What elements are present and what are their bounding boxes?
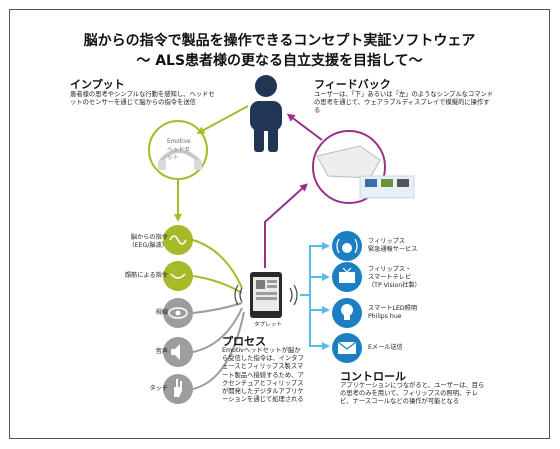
feedback-heading: フィードバック (314, 78, 391, 91)
title-line-1: 脳からの指令で製品を操作できるコンセプト実証ソフトウェア (83, 33, 476, 49)
diagram-frame: 脳からの指令で製品を操作できるコンセプト実証ソフトウェア ～ ALS患者様の更な… (9, 9, 550, 439)
control-description: アプリケーションにつながると、ユーザーは、目らの思考のみを用いて、フィリップスの… (340, 382, 485, 406)
tablet-label: タブレット (254, 322, 282, 328)
signal-label-brain: 脳からの指令（EEG/脳波） (128, 234, 168, 249)
title-line-2: ～ ALS患者様の更なる自立支援を目指して～ (136, 53, 423, 69)
signal-label-voice: 音声 (155, 348, 168, 355)
person-icon (250, 75, 282, 152)
diagram-graphics (148, 75, 415, 404)
output-label-tv: フィリップス・ スマートテレビ （TP Vision社製） (368, 266, 421, 289)
feedback-description: ユーザーは、「下」あるいは「左」のようなシンプルなコマンドの思考を通じて、ウェア… (314, 91, 494, 115)
signal-label-eye: 視線 (155, 309, 168, 316)
process-description: Emotivヘッドセットが脳から受信した指令は、インタフェースとフィリップス製ス… (222, 347, 304, 404)
signal-connectors (192, 239, 245, 390)
tablet-icon (234, 272, 298, 318)
process-heading: プロセス (222, 335, 266, 348)
input-heading: インプット (70, 78, 125, 91)
arrow-person-to-headset (196, 105, 249, 134)
headset-circle (148, 120, 208, 180)
face-icon (163, 261, 193, 291)
input-description: 患者様の思考やシンプルな行動を感知し、ヘッドセットのセンサーを通じて脳からの指令… (70, 91, 215, 107)
signal-label-face: 顔筋による指令 (124, 272, 168, 279)
control-heading: コントロール (340, 370, 406, 383)
output-label-email: Eメール送信 (368, 344, 403, 351)
headset-label: Emotiveヘッドセット (167, 139, 191, 161)
output-label-light: スマートLED照明 Philips hue (368, 305, 418, 320)
signal-label-touch: タッチ (149, 385, 168, 392)
glasses-circle (312, 130, 415, 204)
output-arrows (300, 242, 330, 350)
output-label-alarm: フィリップス 緊急通報サービス (368, 238, 418, 253)
arrow-feedback-to-person (286, 113, 323, 141)
arrow-tablet-to-feedback (264, 183, 308, 268)
